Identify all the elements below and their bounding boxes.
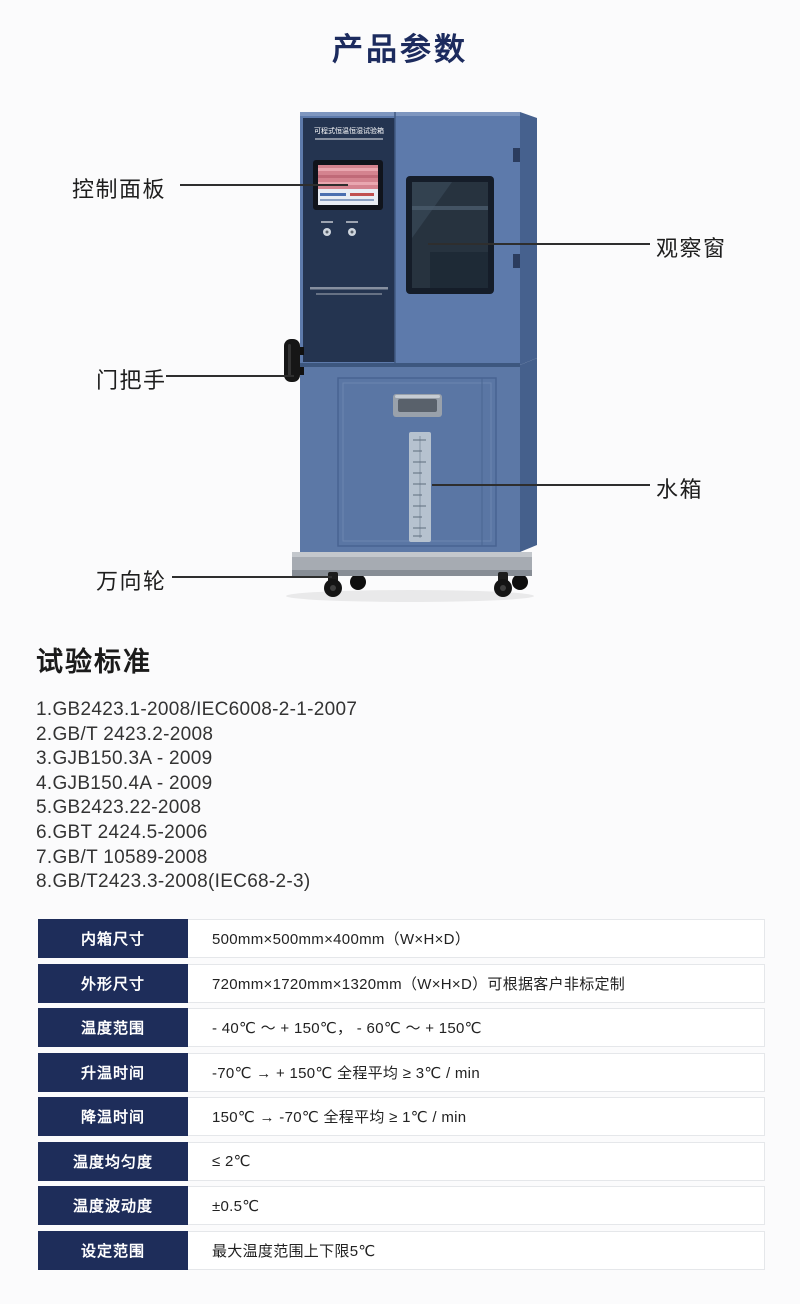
standard-item: 8.GB/T2423.3-2008(IEC68-2-3): [36, 871, 311, 893]
observation-window: [406, 176, 494, 294]
callout-control-panel-label: 控制面板: [72, 177, 167, 202]
spec-label: 内箱尺寸: [38, 919, 188, 958]
callout-window-label: 观察窗: [656, 236, 727, 261]
table-row: 温度均匀度 ≤ 2℃: [38, 1141, 765, 1181]
callout-water-tank-label: 水箱: [656, 477, 704, 502]
table-row: 降温时间 150℃ → -70℃ 全程平均 ≥ 1℃ / min: [38, 1097, 765, 1136]
standards-heading: 试验标准: [36, 647, 152, 677]
table-row: 温度波动度 ±0.5℃: [38, 1186, 765, 1225]
standard-item: 2.GB/T 2423.2-2008: [36, 723, 214, 745]
callout-wheels-label: 万向轮: [96, 569, 167, 594]
controller-screen: [313, 160, 383, 210]
spec-label: 温度均匀度: [38, 1141, 188, 1181]
table-row: 升温时间 -70℃ → + 150℃ 全程平均 ≥ 3℃ / min: [38, 1052, 765, 1092]
spec-value: - 40℃ ～ + 150℃， - 60℃ ～ + 150℃: [212, 1020, 482, 1037]
standard-item: 1.GB2423.1-2008/IEC6008-2-1-2007: [36, 699, 358, 720]
spec-value: 150℃ → -70℃ 全程平均 ≥ 1℃ / min: [212, 1109, 467, 1126]
drawer-handle: [393, 394, 442, 417]
cabinet-seam: [300, 363, 520, 367]
panel-indicators: [321, 221, 358, 236]
table-row: 温度范围 - 40℃ ～ + 150℃， - 60℃ ～ + 150℃: [38, 1008, 765, 1047]
caster-wheels-back: [350, 574, 528, 590]
spec-label: 设定范围: [38, 1230, 188, 1270]
caster-wheels-front: [324, 572, 512, 597]
callout-water-tank-line: [432, 484, 650, 486]
spec-label: 升温时间: [38, 1052, 188, 1092]
standard-item: 5.GB2423.22-2008: [36, 797, 202, 819]
water-tank-gauge: [409, 432, 431, 542]
callout-wheels-line: [172, 576, 332, 578]
standard-item: 3.GJB150.3A - 2009: [36, 748, 213, 770]
table-row: 内箱尺寸 500mm×500mm×400mm（W×H×D）: [38, 919, 765, 958]
door-handle: [284, 339, 304, 382]
standard-item: 4.GJB150.4A - 2009: [36, 772, 213, 794]
machine-shadow: [286, 590, 534, 602]
machine-nameplate: 可程式恒温恒湿试验箱: [314, 126, 384, 135]
spec-value: -70℃ → + 150℃ 全程平均 ≥ 3℃ / min: [212, 1064, 480, 1082]
spec-table: 内箱尺寸 500mm×500mm×400mm（W×H×D） 外形尺寸 720mm…: [38, 919, 765, 1270]
spec-label: 外形尺寸: [38, 963, 188, 1003]
machine-base: [292, 552, 532, 576]
spec-value: ±0.5℃: [212, 1197, 260, 1215]
spec-label: 降温时间: [38, 1097, 188, 1136]
standard-item: 6.GBT 2424.5-2006: [36, 821, 208, 843]
spec-label: 温度波动度: [38, 1186, 188, 1225]
table-row: 外形尺寸 720mm×1720mm×1320mm（W×H×D）可根据客户非标定制: [38, 963, 765, 1003]
spec-label: 温度范围: [38, 1008, 188, 1047]
product-image: 可程式恒温恒湿试验箱: [284, 112, 537, 602]
spec-value: ≤ 2℃: [212, 1153, 251, 1170]
callout-control-panel-line: [180, 184, 348, 186]
control-panel: 可程式恒温恒湿试验箱: [303, 118, 395, 362]
spec-value: 720mm×1720mm×1320mm（W×H×D）可根据客户非标定制: [212, 975, 626, 993]
table-row: 设定范围 最大温度范围上下限5℃: [38, 1230, 765, 1270]
callout-window-line: [428, 243, 650, 245]
standards-list: 1.GB2423.1-2008/IEC6008-2-1-2007 2.GB/T …: [36, 698, 357, 895]
callout-handle-line: [166, 375, 294, 377]
callout-handle-label: 门把手: [96, 368, 167, 393]
panel-fine-print: [310, 287, 388, 295]
spec-value: 500mm×500mm×400mm（W×H×D）: [212, 931, 471, 948]
page-title: 产品参数: [332, 32, 468, 67]
spec-value: 最大温度范围上下限5℃: [212, 1242, 376, 1260]
door-hinges: [513, 148, 520, 268]
standard-item: 7.GB/T 10589-2008: [36, 846, 208, 868]
